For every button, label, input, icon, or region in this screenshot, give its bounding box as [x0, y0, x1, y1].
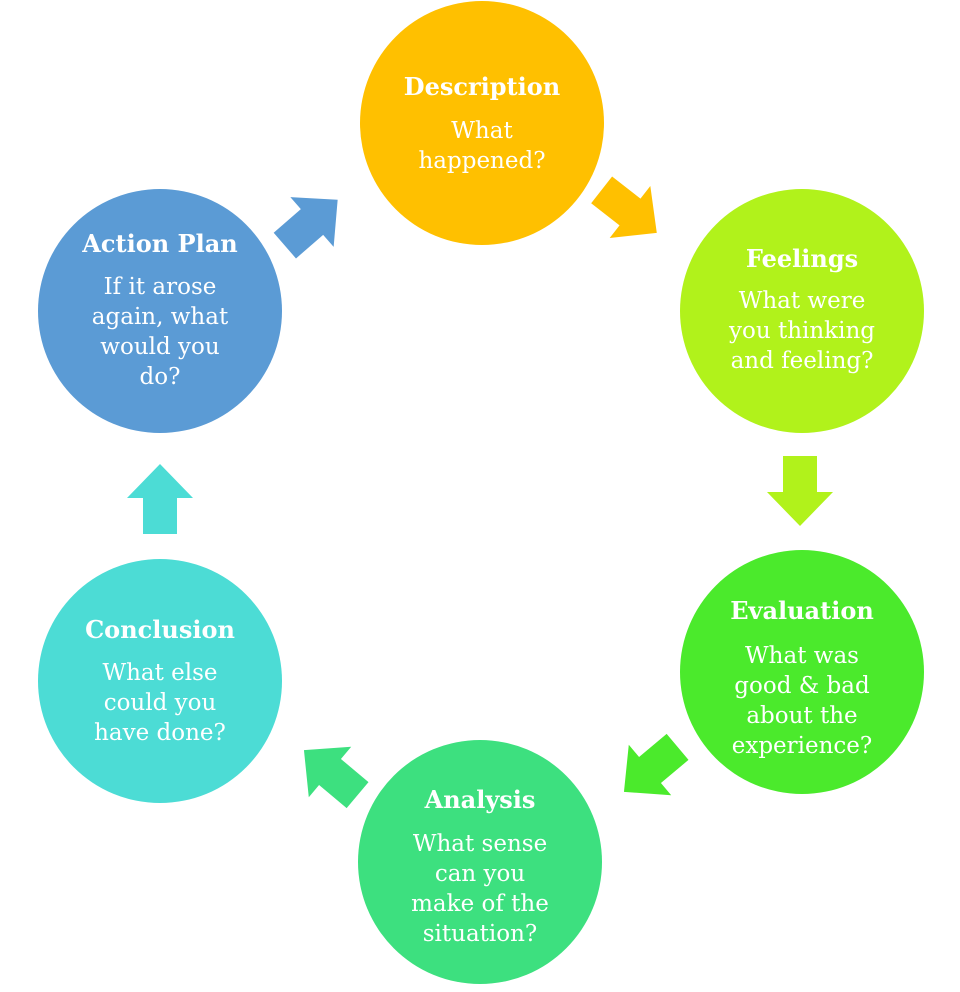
node-evaluation-line: What was	[745, 643, 859, 669]
node-analysis-line: What sense	[412, 831, 548, 857]
node-description-line: What	[451, 118, 513, 144]
node-action-plan-line: do?	[139, 364, 181, 390]
node-feelings: Feelings What were you thinking and feel…	[680, 189, 924, 433]
node-analysis-title: Analysis	[424, 785, 536, 814]
node-action-plan-line: If it arose	[103, 274, 217, 300]
node-feelings-text: What were you thinking and feeling?	[680, 286, 924, 376]
node-feelings-line: and feeling?	[730, 348, 874, 374]
node-description-title: Description	[403, 72, 561, 101]
node-analysis-line: make of the	[411, 891, 549, 917]
node-analysis-line: can you	[434, 861, 526, 887]
node-conclusion-title: Conclusion	[85, 615, 235, 644]
node-analysis: Analysis What sense can you make of the …	[358, 740, 602, 984]
node-evaluation-line: about the	[746, 703, 858, 729]
node-analysis-line: situation?	[422, 921, 538, 947]
node-action-plan-title: Action Plan	[82, 229, 238, 258]
node-analysis-text: What sense can you make of the situation…	[358, 829, 602, 949]
arrow-feelings-to-evaluation	[767, 456, 833, 526]
node-action-plan-text: If it arose again, what would you do?	[38, 272, 282, 392]
node-conclusion-line: What else	[102, 660, 218, 686]
node-action-plan-line: would you	[100, 334, 220, 360]
node-conclusion-line: have done?	[94, 720, 226, 746]
node-evaluation-line: experience?	[731, 733, 873, 759]
arrow-conclusion-to-action_plan	[127, 464, 193, 534]
node-feelings-line: you thinking	[728, 318, 876, 344]
node-conclusion-text: What else could you have done?	[38, 658, 282, 748]
node-action-plan: Action Plan If it arose again, what woul…	[38, 189, 282, 433]
arrow-analysis-to-conclusion	[303, 746, 369, 809]
node-description-line: happened?	[418, 148, 546, 174]
arrow-description-to-feelings	[591, 176, 657, 239]
node-description-text: What happened?	[360, 116, 604, 176]
node-evaluation: Evaluation What was good & bad about the…	[680, 550, 924, 794]
node-evaluation-line: good & bad	[734, 673, 870, 699]
node-description: Description What happened?	[360, 1, 604, 245]
arrow-evaluation-to-analysis	[623, 733, 689, 796]
node-feelings-line: What were	[738, 288, 866, 314]
node-conclusion-line: could you	[103, 690, 217, 716]
node-evaluation-text: What was good & bad about the experience…	[680, 641, 924, 761]
node-action-plan-line: again, what	[91, 304, 229, 330]
node-conclusion: Conclusion What else could you have done…	[38, 559, 282, 803]
node-feelings-title: Feelings	[745, 244, 859, 273]
node-evaluation-title: Evaluation	[730, 596, 874, 625]
arrow-action_plan-to-description	[273, 197, 338, 259]
